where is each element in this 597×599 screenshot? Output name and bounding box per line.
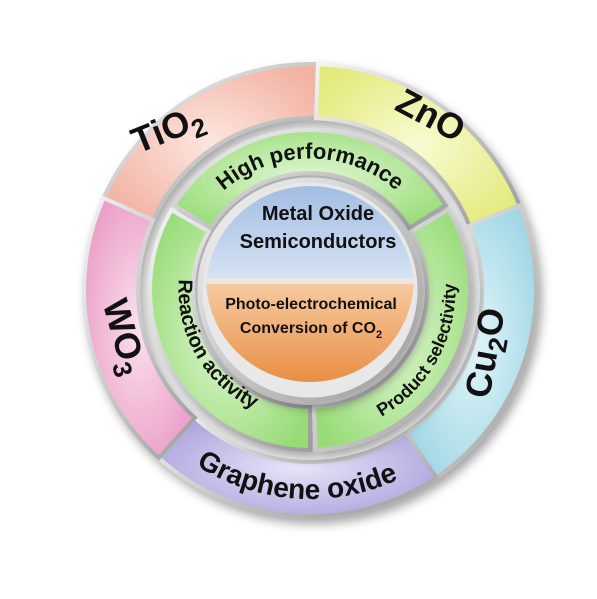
co2-line2: Conversion of CO2 xyxy=(240,320,382,341)
metal-oxide-half xyxy=(206,186,414,278)
middle-ring xyxy=(148,128,472,453)
metal-oxide-line1: Metal Oxide xyxy=(262,203,374,225)
outer-ring xyxy=(82,62,538,518)
reaction-activity-segment xyxy=(148,207,312,453)
product-selectivity-segment xyxy=(312,207,472,452)
co2-line1: Photo-electrochemical xyxy=(225,296,397,313)
wo3-segment xyxy=(82,195,198,461)
metal-oxide-line2: Semiconductors xyxy=(240,231,397,253)
center-circle xyxy=(197,177,423,403)
cu2o-label: Cu2O xyxy=(457,305,519,402)
co2-conversion-half xyxy=(206,284,414,383)
high-performance-segment xyxy=(171,128,449,231)
